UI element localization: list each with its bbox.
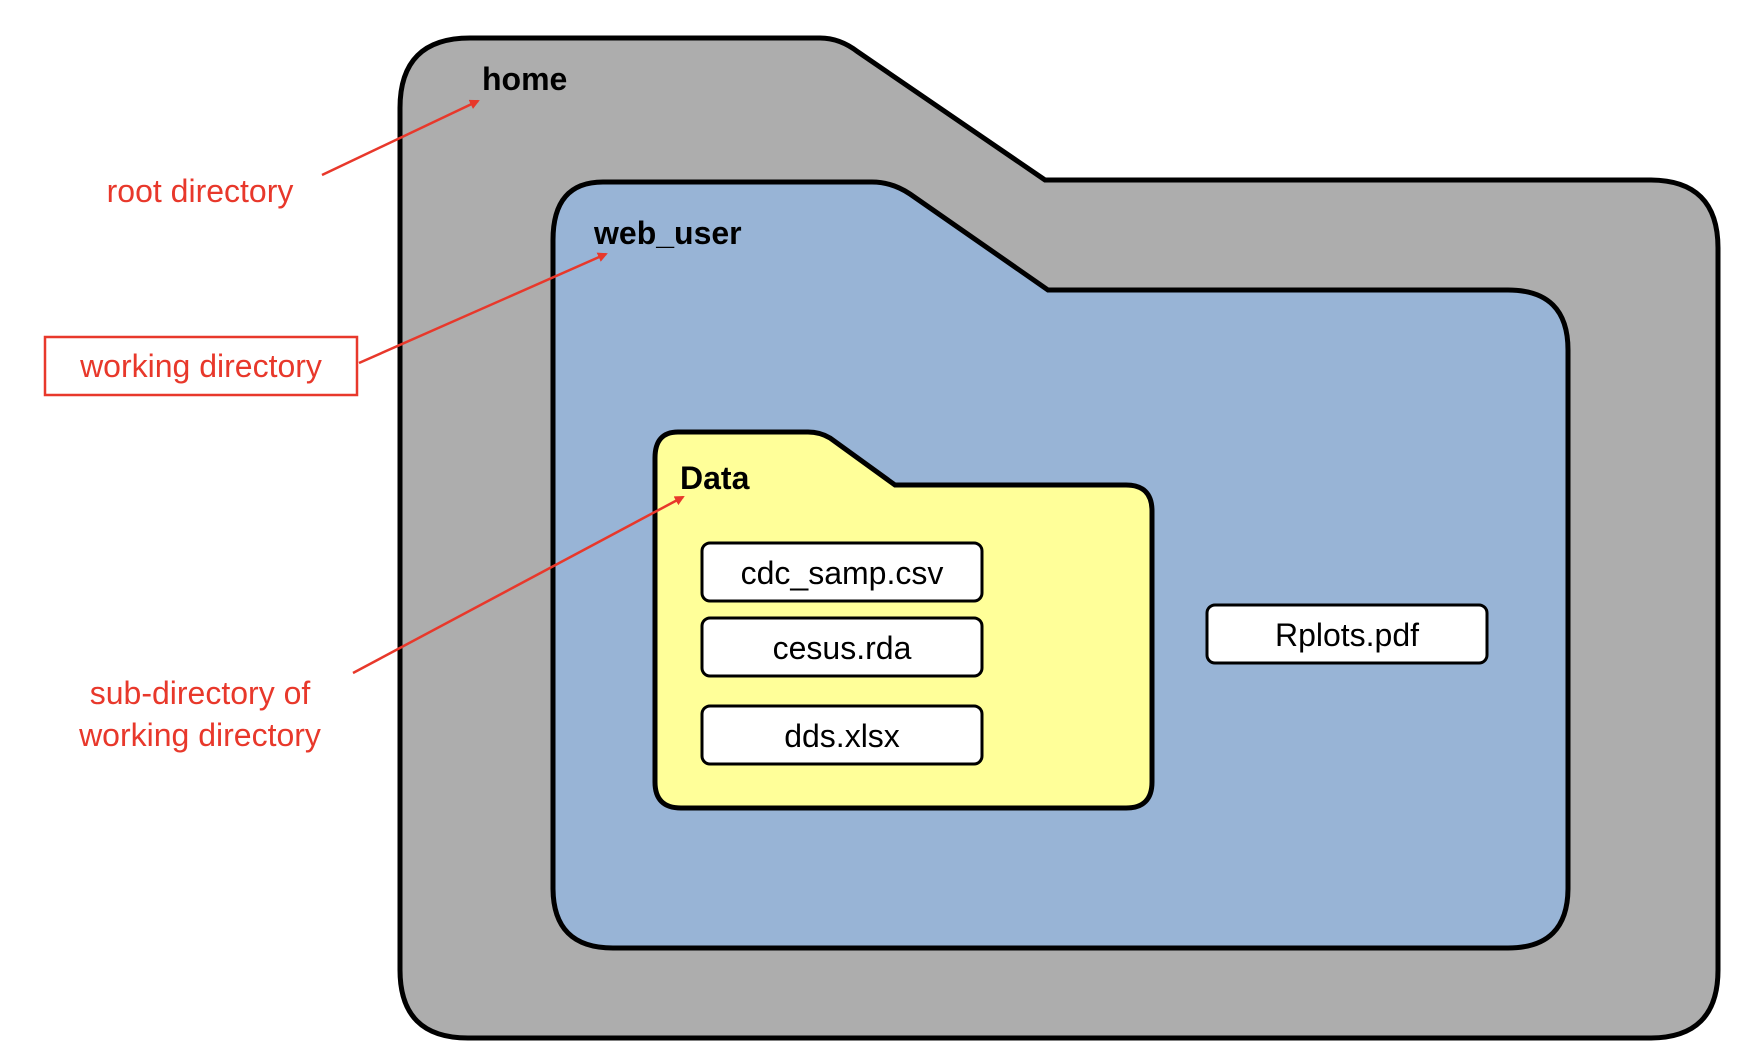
home-folder-label: home [482, 61, 567, 97]
file-rplots-label: Rplots.pdf [1275, 617, 1419, 653]
file-cesus-box[interactable] [700, 616, 984, 678]
file-dds-label: dds.xlsx [784, 718, 900, 754]
sub-directory-annotation-line1: sub-directory of [90, 675, 311, 711]
file-dds-box[interactable] [700, 704, 984, 766]
data-folder-label: Data [680, 460, 750, 496]
file-rplots-box[interactable] [1205, 603, 1489, 665]
file-cdc-samp-box[interactable] [700, 541, 984, 603]
sub-directory-annotation-line2: working directory [78, 717, 321, 753]
working-directory-annotation: working directory [79, 348, 322, 384]
file-cdc-samp-label: cdc_samp.csv [741, 555, 944, 591]
working-directory-arrow [358, 252, 608, 365]
file-cesus-label: cesus.rda [773, 630, 912, 666]
web-user-folder-label: web_user [593, 215, 742, 251]
root-directory-annotation: root directory [107, 173, 294, 209]
root-directory-arrow [321, 99, 480, 177]
sub-directory-arrow [352, 495, 685, 675]
working-directory-annotation-box [43, 335, 359, 397]
